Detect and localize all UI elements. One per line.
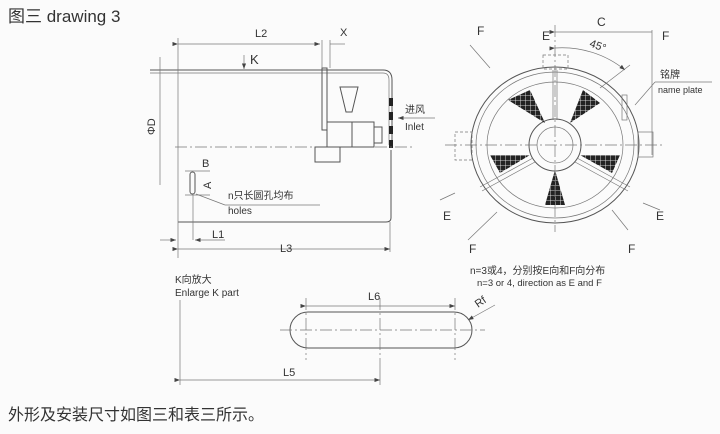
dim-l5-label: L5 [283,367,295,379]
front-view: F E C F 45° 铭牌 name plate E E F F n=3或4，… [439,15,712,289]
note-cn: n=3或4，分别按E向和F向分布 [470,264,605,277]
dim-c-label: C [597,15,606,29]
label-f-top-left: F [477,24,484,38]
pipe-bottom-wall [178,150,392,223]
angle-label: 45° [588,38,608,55]
drawing-title: 图三 drawing 3 [8,7,120,26]
k-detail-title-cn: K向放大 [175,273,212,286]
inlet-label-cn: 进风 [405,104,425,116]
radius-label: Rf [473,294,490,311]
dim-l6-label: L6 [368,291,380,303]
support-rod [321,67,328,131]
dim-l3-label: L3 [280,243,292,255]
note-en: n=3 or 4, direction as E and F [477,278,602,289]
holes-label-en: holes [228,206,252,217]
k-marker-label: K [250,52,259,67]
nameplate-label-cn: 铭牌 [660,68,680,81]
holes-label-cn: n只长圆孔均布 [228,190,294,202]
name-plate [621,94,628,121]
nameplate-label-en: name plate [658,85,703,95]
caption: 外形及安装尺寸如图三和表三所示。 [8,406,264,424]
label-e-top: E [542,29,550,43]
dim-l1-label: L1 [212,229,224,241]
dim-diameter-label: ΦD [146,118,158,135]
impeller-cone [339,86,359,113]
dim-a-label: A [202,181,214,189]
k-detail-title-en: Enlarge K part [175,288,239,299]
motor-body [326,121,353,148]
label-e-right: E [656,209,664,223]
side-view: L2 X K ΦD 进风 Inlet B A n只长圆孔均布 holes L1 … [146,27,435,258]
label-e-left: E [443,209,451,223]
dim-b-label: B [202,158,209,170]
inlet-label-en: Inlet [405,122,424,133]
dim-l2-label: L2 [255,28,267,40]
k-detail: K向放大 Enlarge K part L6 Rf L5 [174,273,496,385]
pipe-top-wall [150,69,393,145]
label-f-top-right: F [662,29,669,43]
label-f-bottom-left: F [469,242,476,256]
slot-hole [189,171,196,195]
label-f-bottom-right: F [628,242,635,256]
dim-x-label: X [340,27,348,39]
